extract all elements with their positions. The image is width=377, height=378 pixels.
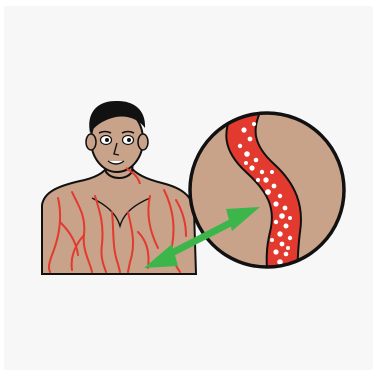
magnify-circle-icon [190,108,344,280]
left-ear [86,134,96,150]
left-pupil [105,138,109,142]
right-pupil [127,138,131,142]
right-ear [138,134,148,150]
